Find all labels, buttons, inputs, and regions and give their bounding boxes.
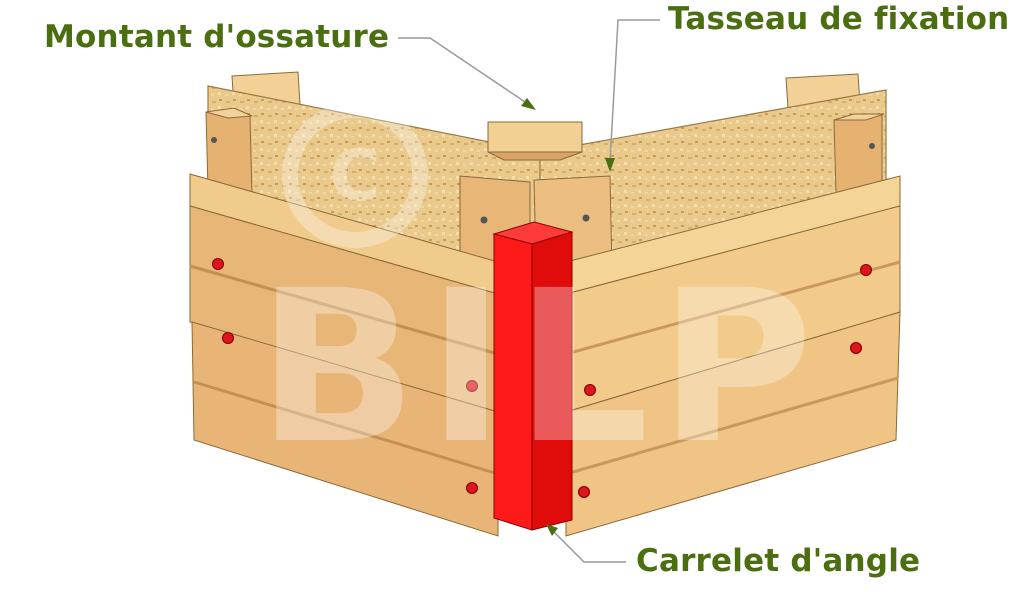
leader-carrelet (551, 529, 626, 563)
leader-lines (398, 19, 660, 563)
peg (578, 486, 590, 498)
stud-corner-top (487, 121, 583, 153)
watermark-text: BILP (257, 245, 823, 490)
label-tasseau-fixation: Tasseau de fixation (668, 1, 1010, 37)
watermark-copyright-glyph: C (329, 135, 380, 217)
leader-tasseau (609, 19, 660, 163)
peg (222, 332, 234, 344)
log-wall-left (189, 173, 499, 537)
corner-post (492, 221, 574, 531)
peg (466, 380, 478, 392)
label-carrelet-angle: Carrelet d'angle (636, 543, 921, 579)
peg (466, 482, 478, 494)
leader-montant (398, 37, 529, 105)
peg (850, 342, 862, 354)
watermark: C BILP (257, 102, 823, 490)
peg (860, 264, 872, 276)
peg (584, 384, 596, 396)
label-montant-ossature: Montant d'ossature (44, 19, 390, 55)
wooden-pegs (212, 258, 872, 498)
peg (212, 258, 224, 270)
copyright-icon (282, 102, 428, 248)
screws (211, 137, 875, 224)
